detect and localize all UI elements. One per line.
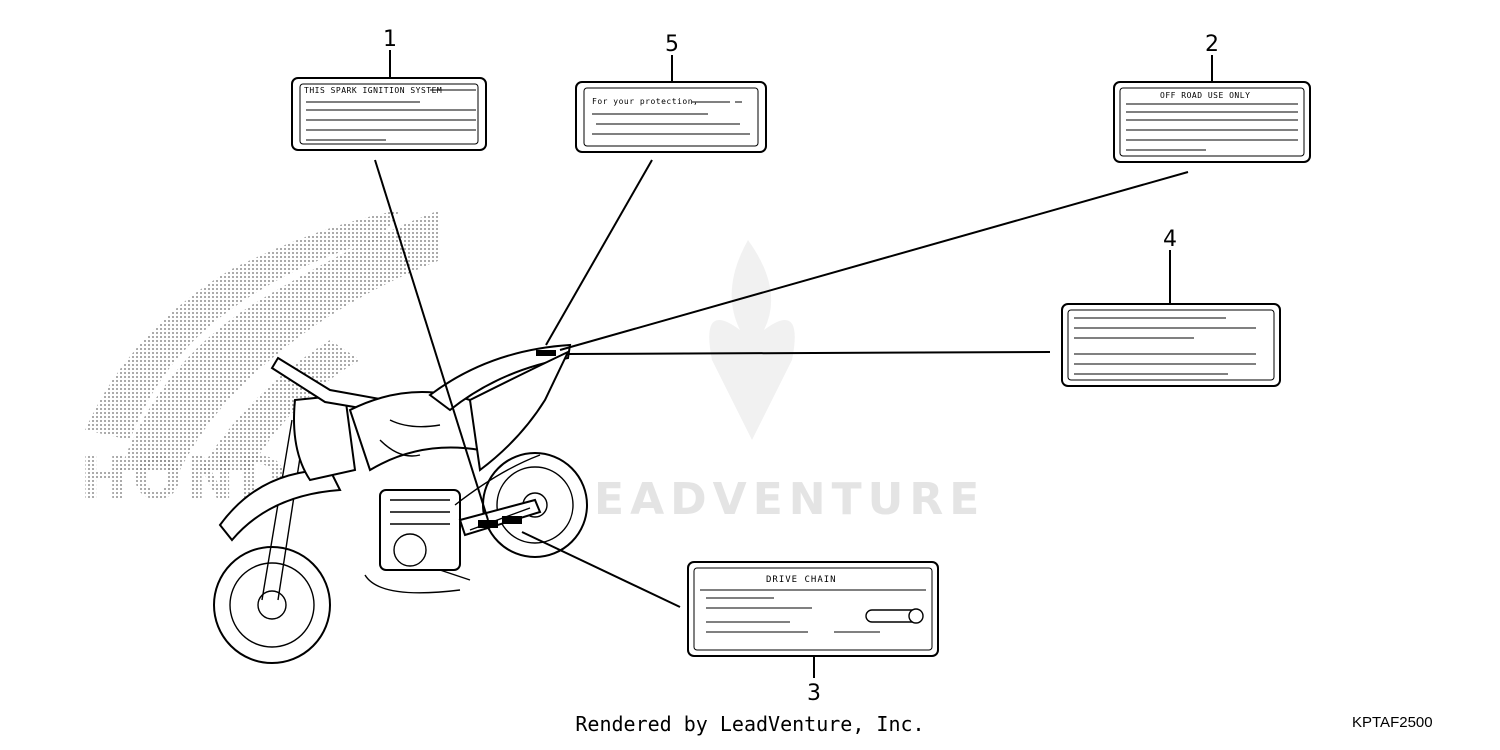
callout-number: 1 — [383, 27, 397, 52]
callout-2[interactable]: 2 OFF ROAD USE ONLY — [1113, 32, 1311, 163]
diagram-code: KPTAF2500 — [1352, 714, 1433, 731]
label-decal-1 — [291, 77, 487, 151]
watermark-text: LEADVENTURE — [560, 474, 986, 525]
callout-number: 3 — [807, 681, 821, 706]
wrench-icon — [865, 608, 924, 624]
callout-3[interactable]: DRIVE CHAIN 3 — [687, 561, 939, 706]
callout-number: 2 — [1205, 32, 1219, 57]
label-decal-2 — [1113, 81, 1311, 163]
callout-4[interactable]: 4 — [1061, 227, 1281, 387]
label-text: For your protection, — [592, 97, 698, 106]
leadventure-logo-mark — [709, 240, 795, 440]
callout-number: 5 — [665, 32, 679, 57]
callout-1[interactable]: 1 THIS SPARK IGNITION SYSTEM — [291, 27, 487, 151]
label-text: DRIVE CHAIN — [766, 575, 837, 585]
honda-wing-logo: HOND — [80, 210, 440, 512]
motorcycle-illustration — [213, 343, 588, 664]
label-text: OFF ROAD USE ONLY — [1160, 91, 1250, 100]
callout-5[interactable]: 5 For your protection, — [575, 32, 767, 153]
label-decal-4 — [1061, 303, 1281, 387]
label-decal-5 — [575, 81, 767, 153]
callout-number: 4 — [1163, 227, 1177, 252]
label-text: THIS SPARK IGNITION SYSTEM — [304, 86, 442, 95]
leader-lines — [374, 50, 1213, 678]
footer-credit: Rendered by LeadVenture, Inc. — [575, 712, 925, 736]
